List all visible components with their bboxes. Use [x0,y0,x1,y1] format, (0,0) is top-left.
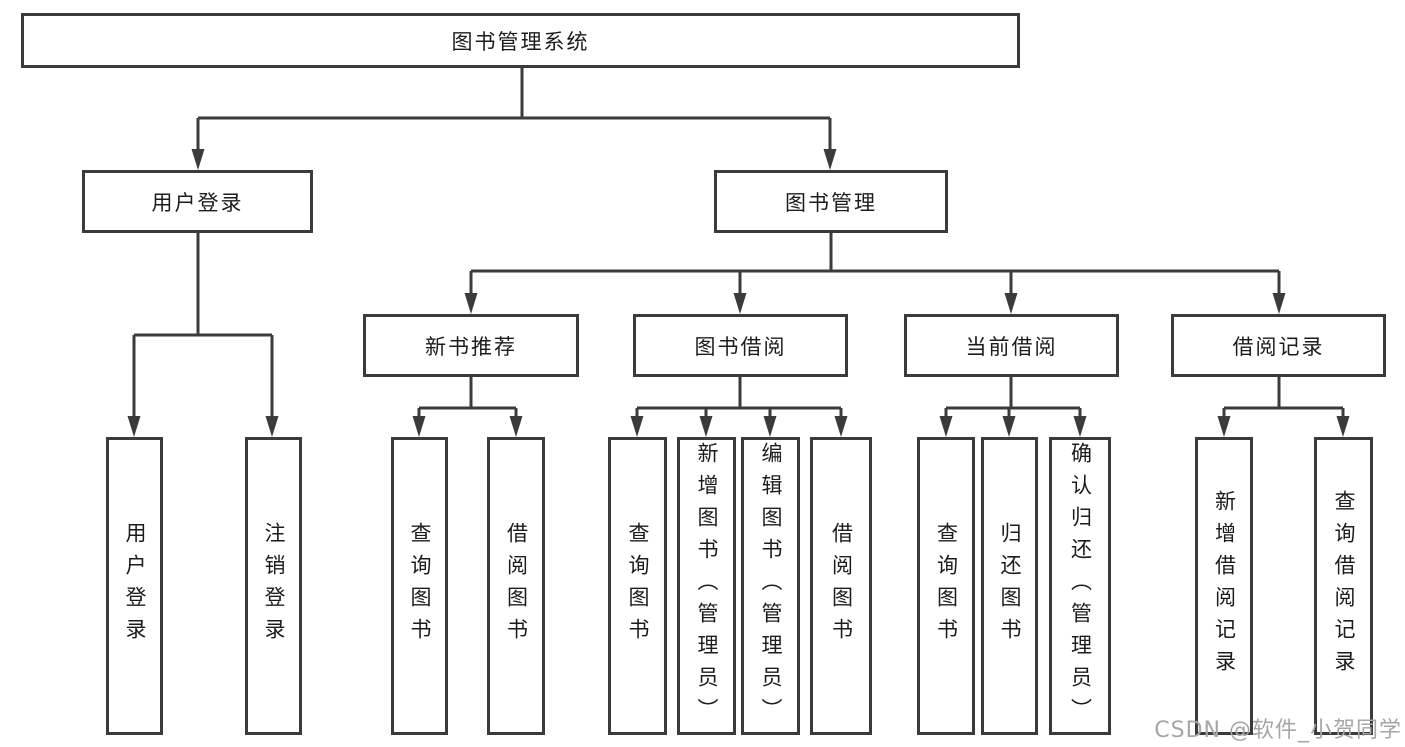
arrow-down-icon [630,416,644,437]
node-leaf-return-book: 归还图书 [981,437,1038,735]
connector-book-management-to-level3 [469,233,1281,296]
arrow-down-icon [834,416,848,437]
node-label: 借阅记录 [1232,334,1325,359]
node-library-management-system: 图书管理系统 [21,13,1020,68]
node-label: 借阅图书 [504,522,529,650]
node-book-management: 图书管理 [714,170,948,233]
arrow-down-icon [265,416,279,437]
node-leaf-add-borrow-record: 新增借阅记录 [1195,437,1253,735]
node-leaf-borrow-books-recommend: 借阅图书 [487,437,545,735]
node-leaf-user-login: 用户登录 [106,437,163,735]
node-book-borrowing: 图书借阅 [633,314,848,377]
arrow-down-icon [733,293,747,314]
connector-current-borrowing-to-leaves [944,377,1082,421]
node-label: 图书管理系统 [451,29,590,54]
arrow-down-icon [1004,293,1018,314]
arrow-down-icon [464,293,478,314]
arrow-down-icon [1002,416,1016,437]
connector-book-borrowing-to-leaves [635,377,843,421]
arrow-down-icon [412,416,426,437]
node-label: 查询借阅记录 [1332,490,1356,682]
node-label: 借阅图书 [829,522,854,650]
node-label: 归还图书 [998,522,1022,650]
node-label: 新增借阅记录 [1212,490,1237,682]
node-label: 新书推荐 [425,334,517,359]
node-label: 确认归还（管理员） [1068,442,1093,730]
arrow-down-icon [939,416,953,437]
node-label: 图书借阅 [694,334,787,359]
arrow-down-icon [127,416,141,437]
arrow-down-icon [699,416,713,437]
connector-borrowing-records-to-leaves [1222,377,1345,421]
connector-user-login-to-leaves [132,233,274,419]
csdn-watermark: CSDN @软件_小贺同学 [1154,718,1402,743]
node-label: 用户登录 [123,522,147,650]
connector-new-book-recommendation-to-leaves [417,377,518,421]
arrow-down-icon [823,149,837,170]
node-label: 查询图书 [934,522,959,650]
node-leaf-query-books-recommend: 查询图书 [391,437,448,735]
node-label: 图书管理 [785,190,877,215]
node-user-login: 用户登录 [82,170,313,233]
arrow-down-icon [1073,416,1087,437]
node-label: 用户登录 [151,190,244,215]
arrow-down-icon [1272,293,1286,314]
node-label: 查询图书 [626,522,650,650]
node-label: 注销登录 [262,522,286,650]
node-leaf-query-books-borrow: 查询图书 [608,437,667,735]
node-borrowing-records: 借阅记录 [1171,314,1386,377]
node-leaf-logout: 注销登录 [245,437,302,735]
connector-root-to-level2 [196,68,832,152]
node-leaf-borrow-books: 借阅图书 [810,437,872,735]
node-leaf-add-book-admin: 新增图书（管理员） [677,437,736,735]
node-label: 新增图书（管理员） [695,442,719,730]
node-leaf-query-borrow-record: 查询借阅记录 [1314,437,1373,735]
node-leaf-query-books-current: 查询图书 [917,437,975,735]
node-label: 查询图书 [408,522,432,650]
arrow-down-icon [763,416,777,437]
node-current-borrowing: 当前借阅 [904,314,1119,377]
node-label: 编辑图书（管理员） [759,442,783,730]
node-label: 当前借阅 [965,334,1058,359]
node-leaf-confirm-return-admin: 确认归还（管理员） [1049,437,1111,735]
arrow-down-icon [1336,416,1350,437]
node-leaf-edit-book-admin: 编辑图书（管理员） [741,437,800,735]
node-new-book-recommendation: 新书推荐 [363,314,579,377]
arrow-down-icon [191,149,205,170]
arrow-down-icon [1217,416,1231,437]
arrow-down-icon [509,416,523,437]
